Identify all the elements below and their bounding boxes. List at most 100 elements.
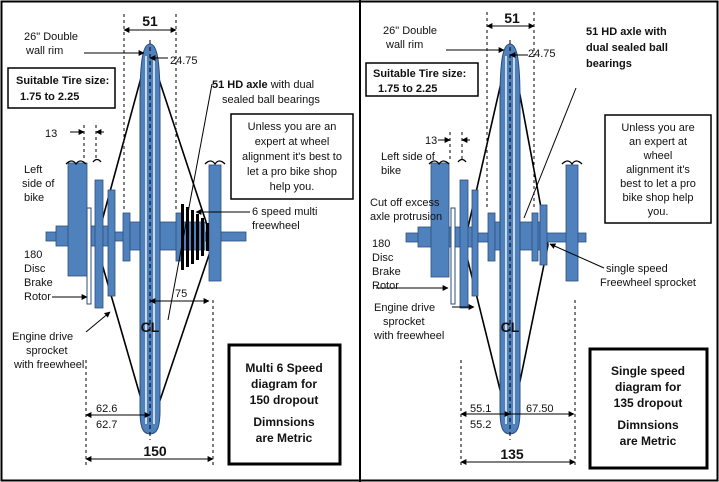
svg-text:are Metric: are Metric xyxy=(620,434,677,448)
left-tire-box-line-2: 1.75 to 2.25 xyxy=(20,91,79,103)
right-tire-box-line-1: Suitable Tire size: xyxy=(373,68,466,80)
right-dim-551: 55.1 xyxy=(470,403,491,415)
right-dims xyxy=(376,12,605,468)
left-dims xyxy=(52,14,250,465)
right-centerline-label: CL xyxy=(501,319,520,335)
left-rotor-label-2: Disc xyxy=(24,263,46,275)
svg-text:Unless you are: Unless you are xyxy=(621,122,694,134)
right-diagram-box xyxy=(588,347,709,470)
svg-text:wheel: wheel xyxy=(643,150,673,162)
left-tire-box xyxy=(7,67,116,109)
svg-text:Multi 6 Speed: Multi 6 Speed xyxy=(245,361,322,375)
right-freewheel-sprocket xyxy=(539,204,548,266)
right-rotor-label-3: Brake xyxy=(372,266,401,278)
right-dim-552: 55.2 xyxy=(470,419,491,431)
right-engine-sprocket xyxy=(459,179,469,309)
right-axle-label-1: 51 HD axle with xyxy=(586,26,667,38)
svg-text:alignment it's: alignment it's xyxy=(626,164,690,176)
left-hooks xyxy=(65,158,226,166)
right-dim-6750: 67.50 xyxy=(526,403,554,415)
left-dim-2475: 24.75 xyxy=(170,55,198,67)
right-rim-label-1: 26" Double xyxy=(383,25,437,37)
left-freewheel xyxy=(181,204,209,270)
svg-text:150 dropout: 150 dropout xyxy=(250,393,319,407)
left-diagram-box-text: Multi 6 Speed diagram for 150 dropout Di… xyxy=(245,361,322,445)
left-spacer xyxy=(107,189,116,297)
svg-text:let a pro bike shop: let a pro bike shop xyxy=(247,166,337,178)
left-bottom-dim: 150 xyxy=(143,443,167,459)
right-engine-label-3: with freewheel xyxy=(373,330,444,342)
right-hub-flange-left xyxy=(487,212,496,262)
right-diagram-box-text: Single speed diagram for 135 dropout Dim… xyxy=(611,364,685,448)
svg-text:best to let a pro: best to let a pro xyxy=(620,178,696,190)
right-hooks xyxy=(428,158,583,166)
left-rotor-label-4: Rotor xyxy=(24,291,51,303)
right-bottom-dim: 135 xyxy=(500,446,524,462)
left-rotor-label-1: 180 xyxy=(24,249,42,261)
left-rim-label-2: wall rim xyxy=(25,45,63,57)
right-top-dim: 51 xyxy=(504,10,520,26)
left-expert-box xyxy=(230,113,354,200)
left-engine-label-1: Engine drive xyxy=(12,331,73,343)
left-side-label-2: side of xyxy=(22,178,55,190)
svg-text:Dimnsions: Dimnsions xyxy=(253,415,315,429)
left-dim-75: 75 xyxy=(175,288,187,300)
right-axle-label-2: dual sealed ball xyxy=(586,42,668,54)
svg-text:an expert at: an expert at xyxy=(629,136,687,148)
left-diagram-box xyxy=(227,343,342,466)
svg-text:Dimnsions: Dimnsions xyxy=(617,418,679,432)
left-panel: 51 26" Double wall rim 24.75 Suitable Ti… xyxy=(7,13,354,466)
right-dim-13: 13 xyxy=(425,135,437,147)
right-cut-label-1: Cut off excess xyxy=(370,197,440,209)
right-dim-2475: 24.75 xyxy=(528,48,556,60)
right-dropout-right xyxy=(565,164,579,282)
left-side-label-1: Left xyxy=(24,164,42,176)
left-dropout-right xyxy=(208,164,222,282)
right-sprocket-label-2: Freewheel sprocket xyxy=(600,277,696,289)
left-side-label-3: bike xyxy=(24,192,44,204)
left-axle-label-2: sealed ball bearings xyxy=(222,94,320,106)
svg-text:Unless you are an: Unless you are an xyxy=(248,121,337,133)
right-rim-label-2: wall rim xyxy=(385,39,423,51)
right-axle-label-3: bearings xyxy=(586,58,632,70)
left-tire-box-line-1: Suitable Tire size: xyxy=(16,75,109,87)
left-rim-label-1: 26" Double xyxy=(24,31,78,43)
svg-text:135 dropout: 135 dropout xyxy=(614,396,683,410)
right-hub xyxy=(405,162,587,309)
right-panel: 51 26" Double wall rim 24.75 51 HD axle … xyxy=(365,10,712,470)
left-expert-text: Unless you are an expert at wheel alignm… xyxy=(242,121,342,193)
left-dim-626: 62.6 xyxy=(96,403,117,415)
left-top-dim: 51 xyxy=(142,13,158,29)
svg-text:diagram for: diagram for xyxy=(615,380,681,394)
left-dim-13: 13 xyxy=(45,128,57,140)
svg-text:Single speed: Single speed xyxy=(611,364,685,378)
right-sprocket-label-1: single speed xyxy=(606,263,668,275)
svg-text:are Metric: are Metric xyxy=(256,431,313,445)
right-expert-box xyxy=(604,114,712,224)
left-engine-sprocket xyxy=(94,179,104,309)
right-spacer xyxy=(471,189,479,297)
svg-text:help you.: help you. xyxy=(270,181,315,193)
left-freewheel-label-2: freewheel xyxy=(252,220,300,232)
right-tire-box-line-2: 1.75 to 2.25 xyxy=(378,83,437,95)
right-rotor-label-2: Disc xyxy=(372,252,394,264)
left-centerline-label: CL xyxy=(141,319,160,335)
right-rotor-label-1: 180 xyxy=(372,238,390,250)
right-cut-label-2: axle protrusion xyxy=(370,211,442,223)
right-tire-box xyxy=(365,62,479,97)
svg-text:alignment it's best to: alignment it's best to xyxy=(242,151,342,163)
right-engine-label-1: Engine drive xyxy=(374,302,435,314)
right-expert-text: Unless you are an expert at wheel alignm… xyxy=(620,122,696,218)
left-axle-label-1: 51 HD axle with dual xyxy=(212,79,314,91)
left-engine-label-2: sprocket xyxy=(26,345,68,357)
right-disc-rotor xyxy=(450,207,456,305)
left-engine-label-3: with freewheel xyxy=(13,359,84,371)
svg-text:you.: you. xyxy=(648,206,669,218)
left-dim-627: 62.7 xyxy=(96,419,117,431)
svg-text:bike shop help: bike shop help xyxy=(623,192,694,204)
right-side-label-1: Left side of xyxy=(381,151,436,163)
right-side-label-2: bike xyxy=(381,165,401,177)
left-dropout-left xyxy=(67,162,88,277)
